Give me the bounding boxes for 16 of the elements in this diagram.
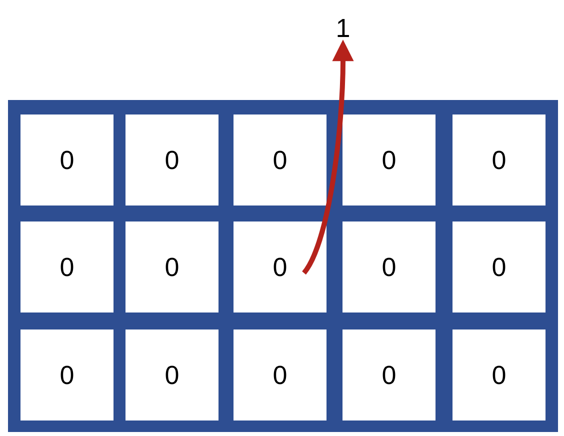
grid-cell: 0 — [234, 330, 326, 420]
grid-cell: 0 — [234, 114, 326, 206]
grid-cell: 0 — [342, 222, 436, 312]
grid-cell: 0 — [20, 222, 114, 312]
grid-cell: 0 — [126, 222, 218, 312]
grid-cell: 0 — [126, 330, 218, 420]
grid-cell: 0 — [342, 330, 436, 420]
grid-cell: 0 — [452, 222, 546, 312]
grid-cell: 0 — [20, 114, 114, 206]
grid-cell: 0 — [126, 114, 218, 206]
grid-cell: 0 — [342, 114, 436, 206]
value-label: 1 — [338, 19, 349, 37]
grid-cell: 0 — [452, 330, 546, 420]
grid-cell: 0 — [234, 222, 326, 312]
grid-cell: 0 — [20, 330, 114, 420]
grid-cell: 0 — [452, 114, 546, 206]
